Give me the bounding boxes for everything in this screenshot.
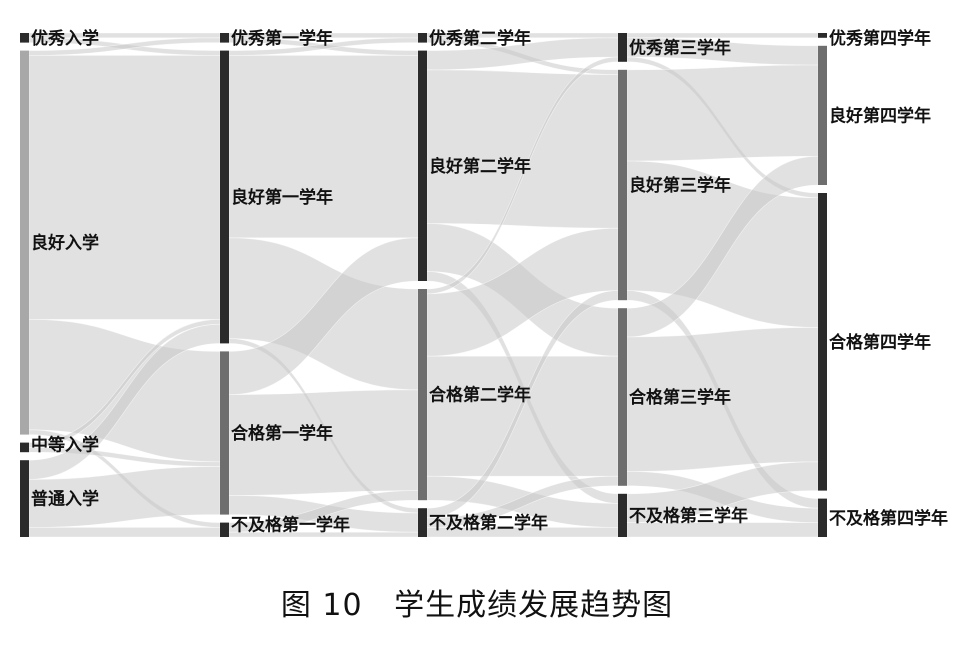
node-label-s2_excellent: 优秀第二学年 — [429, 28, 531, 49]
node-s0_excellent — [20, 33, 29, 43]
node-label-s4_pass: 合格第四学年 — [829, 332, 931, 353]
node-s3_excellent — [618, 33, 627, 62]
node-s4_good — [818, 45, 827, 185]
node-label-s1_excellent: 优秀第一学年 — [231, 28, 333, 49]
node-label-s4_fail: 不及格第四学年 — [829, 508, 948, 529]
caption-number: 图 10 — [280, 588, 363, 623]
node-label-s4_good: 良好第四学年 — [829, 105, 931, 126]
node-s2_fail — [418, 508, 427, 537]
flow-s2_good-to-s3_good — [426, 69, 619, 229]
node-label-s0_ordinary: 普通入学 — [31, 489, 99, 510]
node-s0_medium — [20, 442, 29, 453]
node-label-s1_good: 良好第一学年 — [231, 187, 333, 208]
node-label-s4_excellent: 优秀第四学年 — [829, 28, 931, 49]
node-s4_fail — [818, 498, 827, 537]
node-label-s1_pass: 合格第一学年 — [231, 423, 333, 444]
node-label-s0_good: 良好入学 — [31, 233, 99, 254]
node-s2_good — [418, 50, 427, 281]
caption-title: 学生成绩发展趋势图 — [394, 588, 674, 623]
flow-s3_good-to-s4_good — [626, 64, 819, 162]
flow-s0_good-to-s1_good — [28, 55, 221, 320]
node-s0_good — [20, 50, 29, 435]
node-s2_pass — [418, 289, 427, 501]
node-s3_good — [618, 69, 627, 301]
node-label-s3_fail: 不及格第三学年 — [629, 505, 748, 526]
node-s1_excellent — [220, 33, 229, 43]
node-s3_pass — [618, 308, 627, 486]
node-s1_good — [220, 50, 229, 344]
flow-s1_good-to-s2_good — [228, 55, 419, 239]
figure-caption: 图 10 学生成绩发展趋势图 — [0, 580, 954, 624]
node-label-s2_pass: 合格第二学年 — [429, 385, 531, 406]
node-s1_pass — [220, 351, 229, 515]
node-label-s3_pass: 合格第三学年 — [629, 387, 731, 408]
sankey-diagram: 优秀入学良好入学中等入学普通入学 优秀第一学年良好第一学年合格第一学年不及格第一学… — [20, 28, 948, 538]
node-label-s3_good: 良好第三学年 — [629, 175, 731, 196]
nodes-layer — [20, 33, 827, 537]
node-label-s0_medium: 中等入学 — [31, 435, 99, 456]
node-s3_fail — [618, 493, 627, 537]
flow-s0_ordinary-to-s1_fail — [28, 527, 221, 538]
node-s4_excellent — [818, 33, 827, 38]
node-s1_fail — [220, 522, 229, 537]
node-s2_excellent — [418, 33, 427, 43]
flow-s2_pass-to-s3_pass — [426, 355, 619, 477]
node-s4_pass — [818, 193, 827, 491]
flow-s3_excellent-to-s4_excellent — [626, 32, 819, 39]
node-label-s0_excellent: 优秀入学 — [31, 28, 99, 49]
node-s0_ordinary — [20, 460, 29, 537]
node-label-s2_good: 良好第二学年 — [429, 156, 531, 177]
node-label-s2_fail: 不及格第二学年 — [429, 513, 548, 534]
node-label-s1_fail: 不及格第一学年 — [231, 515, 350, 536]
node-label-s3_excellent: 优秀第三学年 — [629, 37, 731, 58]
links-layer — [28, 32, 819, 538]
